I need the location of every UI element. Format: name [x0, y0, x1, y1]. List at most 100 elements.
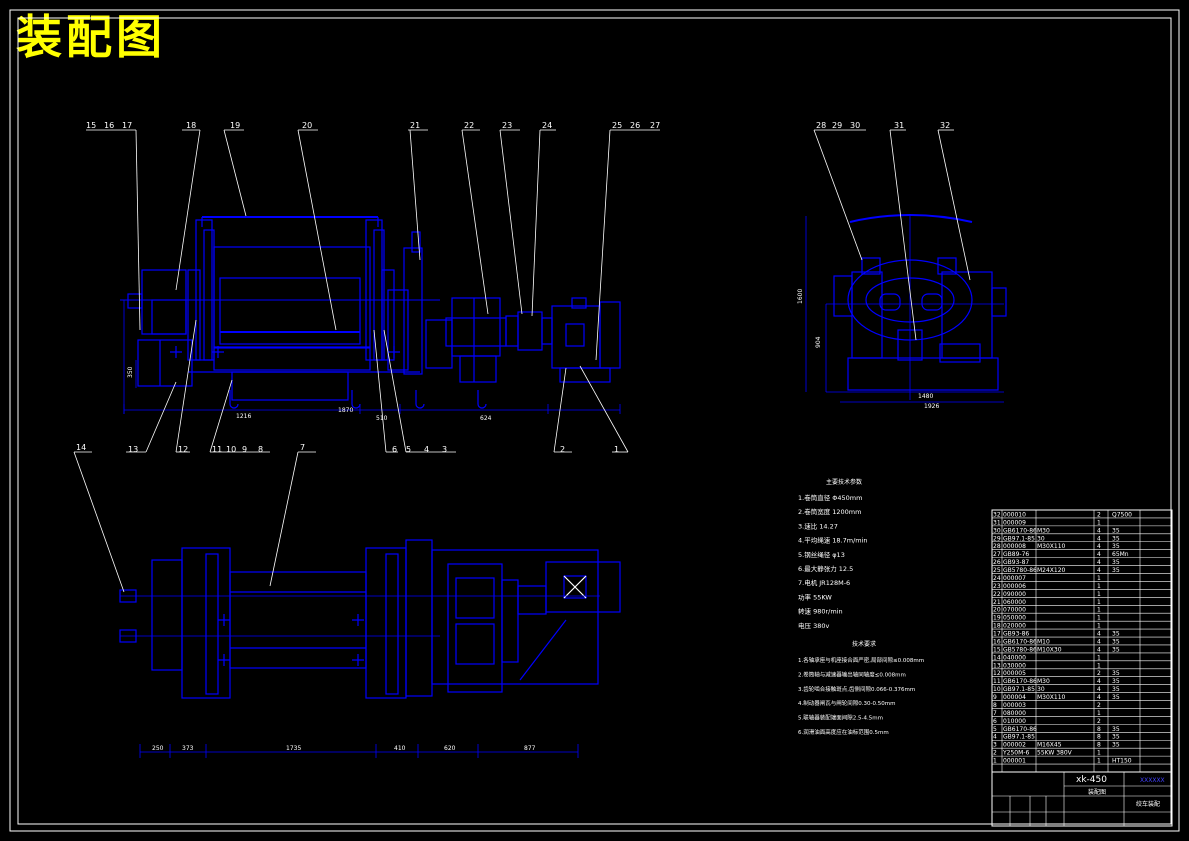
bom-cell: 26	[993, 559, 1001, 566]
bom-cell: 000005	[1003, 670, 1026, 677]
bom-cell: 24	[993, 575, 1001, 582]
bom-cell: 000008	[1003, 543, 1026, 550]
bom-cell: 35	[1112, 559, 1120, 566]
bom-cell: GB6170-86	[1003, 678, 1037, 685]
bom-cell: 1	[1097, 583, 1101, 590]
bom-cell: M10	[1037, 638, 1050, 645]
bom-cell: 11	[993, 678, 1001, 685]
bom-cell: 35	[1112, 686, 1120, 693]
side-view	[805, 214, 1007, 403]
callout-label: 23	[502, 121, 512, 130]
callout-label: 31	[894, 121, 904, 130]
bom-cell: GB6170-86	[1003, 638, 1037, 645]
tech-req-line: 4.制动器闸瓦与闸轮间隙0.30-0.50mm	[798, 699, 895, 707]
bom-cell: 080000	[1003, 710, 1026, 717]
bom-cell: 4	[1097, 551, 1101, 558]
bom-cell: 030000	[1003, 662, 1026, 669]
dimension-label: 1870	[338, 407, 353, 414]
bom-cell: 4	[1097, 559, 1101, 566]
bom-cell: 4	[1097, 567, 1101, 574]
callout-label: 18	[186, 121, 196, 130]
dimension-label: 373	[182, 745, 194, 752]
bom-cell: 1	[1097, 591, 1101, 598]
callout-label: 25	[612, 121, 622, 130]
dimension-label: 624	[480, 415, 492, 422]
callout-label: 16	[104, 121, 114, 130]
bom-cell: 35	[1112, 543, 1120, 550]
spec-line: 功率 55KW	[798, 592, 832, 601]
bom-cell: 000001	[1003, 758, 1026, 765]
bom-cell: 14	[993, 654, 1001, 661]
bom-cell: 5	[993, 726, 997, 733]
bom-cell: GB93-87	[1003, 559, 1029, 566]
bom-cell: 4	[1097, 535, 1101, 542]
callout-label: 22	[464, 121, 474, 130]
callout-label: 9	[242, 445, 247, 454]
title-block-sub: 装配图	[1088, 788, 1106, 796]
bom-cell: 4	[1097, 638, 1101, 645]
plan-view	[119, 539, 621, 758]
bom-cell: 4	[1097, 694, 1101, 701]
bom-cell: 35	[1112, 646, 1120, 653]
dimension-label: 410	[394, 745, 406, 752]
spec-line: 5.钢丝绳径 φ13	[798, 550, 845, 559]
bom-cell: 2	[1097, 511, 1101, 518]
bom-cell: GB97.1-85	[1003, 734, 1035, 741]
tech-req-line: 2.卷筒轴与减速器输出轴同轴度≤0.008mm	[798, 670, 906, 678]
dimension-label: 1735	[286, 745, 301, 752]
bom-cell: GB6170-86	[1003, 527, 1037, 534]
callout-label: 11	[212, 445, 222, 454]
callout-label: 13	[128, 445, 138, 454]
tech-req-line: 3.齿轮啮合接触斑点,齿侧间隙0.066-0.376mm	[798, 685, 915, 693]
callout-label: 2	[560, 445, 565, 454]
callout-label: 4	[424, 445, 429, 454]
callout-label: 30	[850, 121, 860, 130]
tech-req-line: 1.各轴承座与机座接合面严密,局部间隙≤0.008mm	[798, 656, 924, 664]
bom-cell: 3	[993, 742, 997, 749]
bom-cell: 13	[993, 662, 1001, 669]
bom-cell: 1	[1097, 750, 1101, 757]
bom-cell: 35	[1112, 631, 1120, 638]
bom-cell: 35	[1112, 742, 1120, 749]
callout-label: 21	[410, 121, 420, 130]
dimension-label: 510	[376, 415, 388, 422]
spec-line: 3.速比 14.27	[798, 521, 838, 530]
callout-label: 17	[122, 121, 132, 130]
title-block-drawing-no: xk-450	[1076, 775, 1107, 785]
tech-req-line: 5.联轴器装配端面间隙2.5-4.5mm	[798, 714, 883, 722]
bom-cell: 29	[993, 535, 1001, 542]
bom-cell: 000003	[1003, 702, 1026, 709]
bom-cell: 32	[993, 511, 1001, 518]
bom-cell: M30	[1037, 527, 1050, 534]
bom-cell: 30	[1037, 535, 1045, 542]
dimension-label: 250	[152, 745, 164, 752]
bom-cell: 17	[993, 631, 1001, 638]
bom-cell: 090000	[1003, 591, 1026, 598]
bom-cell: 020000	[1003, 623, 1026, 630]
callout-label: 26	[630, 121, 640, 130]
bom-cell: 27	[993, 551, 1001, 558]
bom-cell: HT150	[1112, 758, 1132, 765]
bom-cell: 30	[993, 527, 1001, 534]
bom-cell: 2	[1097, 702, 1101, 709]
callout-label: 5	[406, 445, 411, 454]
bom-cell: 4	[1097, 543, 1101, 550]
callout-label: 28	[816, 121, 826, 130]
bom-cell: 8	[993, 702, 997, 709]
spec-line: 6.最大静张力 12.5	[798, 564, 853, 573]
bom-cell: 1	[1097, 575, 1101, 582]
bom-cell: 8	[1097, 742, 1101, 749]
dimension-label: 350	[127, 366, 134, 378]
bom-cell: 55KW 380V	[1037, 750, 1073, 757]
spec-line: 转速 980r/min	[798, 607, 843, 616]
bom-cell: 15	[993, 646, 1001, 653]
bom-cell: 19	[993, 615, 1001, 622]
spec-line: 2.卷筒宽度 1200mm	[798, 507, 861, 516]
dimension-label: 1600	[797, 289, 804, 304]
title-block-school: XXXXXX	[1140, 777, 1165, 784]
bom-cell: Y250M-6	[1002, 750, 1029, 757]
